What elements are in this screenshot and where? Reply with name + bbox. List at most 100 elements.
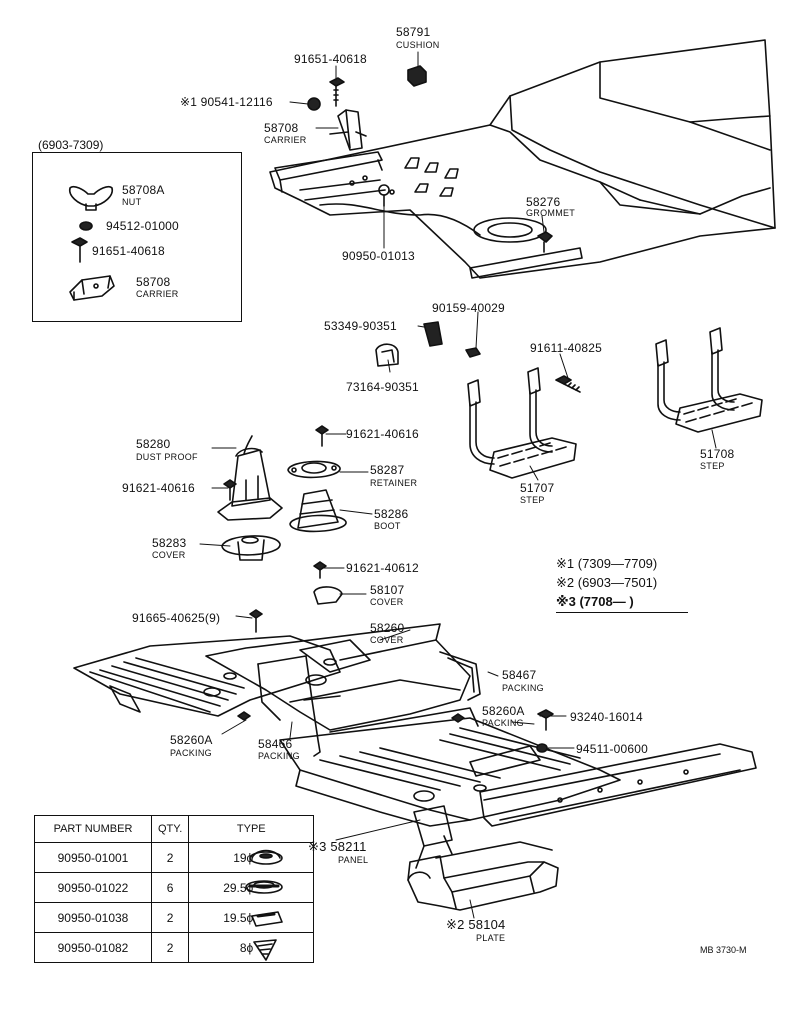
note-line-2: ※2 (6903—7501) <box>556 575 658 590</box>
callout-53349-number: 53349-90351 <box>324 319 397 333</box>
callout-58283-number: 58283 <box>152 536 187 550</box>
callout-58276-caption: GROMMET <box>526 208 576 218</box>
inset-label-number: 91651-40618 <box>92 244 165 258</box>
cell-part: 90950-01082 <box>34 932 152 963</box>
callout-58260A-left-number: 58260A <box>170 733 213 747</box>
cell-part: 90950-01022 <box>34 872 152 903</box>
callout-58260A-right-number: 58260A <box>482 704 525 718</box>
inset-carrier <box>69 275 115 301</box>
callout-58287-number: 58287 <box>370 463 405 477</box>
callout-58260A-right-caption: PACKING <box>482 718 524 728</box>
callout-58287-caption: RETAINER <box>370 478 418 488</box>
inset-label-number: 94512-01000 <box>106 219 179 233</box>
callout-91611-number: 91611-40825 <box>530 341 603 355</box>
callout-58708-caption: CARRIER <box>264 135 307 145</box>
callout-58280-number: 58280 <box>136 437 171 451</box>
callout-51707-caption: STEP <box>520 495 545 505</box>
callout-58791-number: 58791 <box>396 25 431 39</box>
cell-qty: 6 <box>150 872 190 903</box>
grommet-upper <box>378 184 390 207</box>
callout-58467-number: 58467 <box>502 668 537 682</box>
callout-91621c-number: 91621-40612 <box>346 561 419 575</box>
callout-51708-number: 51708 <box>700 447 735 461</box>
cover-58283 <box>221 535 281 561</box>
callout-58466-number: 58466 <box>258 737 293 751</box>
callout-58211-caption: PANEL <box>338 855 369 865</box>
note-line-1: ※1 (7309—7709) <box>556 556 658 571</box>
callout-58107-number: 58107 <box>370 583 405 597</box>
clamp-73164 <box>375 343 399 367</box>
callout-91621a-number: 91621-40616 <box>346 427 419 441</box>
callout-91665-number: 91665-40625(9) <box>132 611 221 625</box>
plate-58104 <box>407 841 559 911</box>
bolt-91621-a <box>315 425 329 447</box>
callout-58260-number: 58260 <box>370 621 405 635</box>
carrier-upper <box>329 109 367 151</box>
callout-58286-caption: BOOT <box>374 521 401 531</box>
clip-upper <box>307 97 321 111</box>
callout-94511-number: 94511-00600 <box>576 742 649 756</box>
inset-washer <box>79 221 93 231</box>
cell-size: 8ϕ <box>188 932 260 963</box>
cell-qty: 2 <box>150 902 190 933</box>
inset-date-range: (6903-7309) <box>38 138 104 152</box>
callout-58791-caption: CUSHION <box>396 40 440 50</box>
lower-floor-assembly <box>73 623 757 869</box>
boot-58286 <box>289 489 347 533</box>
cell-shape <box>259 842 315 873</box>
inset-bolt <box>71 237 88 263</box>
callout-73164-number: 73164-90351 <box>346 380 419 394</box>
table-row: 90950-01082 2 8ϕ <box>34 932 315 963</box>
bolt-91621-b <box>223 479 237 501</box>
callout-51707-number: 51707 <box>520 481 555 495</box>
bolt-91611 <box>555 375 581 393</box>
cell-shape <box>259 872 315 903</box>
grommet-right <box>537 231 553 253</box>
callout-58276-number: 58276 <box>526 195 561 209</box>
callout-58107-caption: COVER <box>370 597 404 607</box>
inset-label-caption: CARRIER <box>136 289 179 299</box>
screw-90159 <box>465 347 481 358</box>
callout-58466-caption: PACKING <box>258 751 300 761</box>
callout-51708-caption: STEP <box>700 461 725 471</box>
callout-93240-number: 93240-16014 <box>570 710 643 724</box>
upper-floor-pan <box>269 39 776 279</box>
inset-label-number: 58708 <box>136 275 171 289</box>
header-type: TYPE <box>188 815 315 843</box>
note-underline <box>556 612 688 613</box>
callout-58283-caption: COVER <box>152 550 186 560</box>
cell-shape <box>259 932 315 963</box>
callout-58211-number: ※3 58211 <box>308 839 367 854</box>
grommet-table: PART NUMBER QTY. TYPE 90950-01001 2 19ϕ … <box>34 815 315 963</box>
header-qty: QTY. <box>150 815 190 843</box>
callout-90541-number: ※1 90541-12116 <box>180 95 273 109</box>
cushion-part <box>407 65 427 87</box>
table-row: 90950-01038 2 19.5ϕ <box>34 902 315 933</box>
callout-58260A-left-caption: PACKING <box>170 748 212 758</box>
inset-label-caption: NUT <box>122 197 142 207</box>
table-header-row: PART NUMBER QTY. TYPE <box>34 815 315 843</box>
callout-58104-number: ※2 58104 <box>446 917 506 932</box>
cell-qty: 2 <box>150 842 190 873</box>
callout-58280-caption: DUST PROOF <box>136 452 198 462</box>
table-row: 90950-01001 2 19ϕ <box>34 842 315 873</box>
cover-58107 <box>313 586 343 605</box>
note-line-3: ※3 (7708— ) <box>556 594 634 609</box>
screw-91621-c <box>313 561 327 579</box>
cell-size: 19ϕ <box>188 842 260 873</box>
callout-58467-caption: PACKING <box>502 683 544 693</box>
callout-58708-number: 58708 <box>264 121 299 135</box>
footer-code: MB 3730-M <box>700 945 747 955</box>
callout-91651-number: 91651-40618 <box>294 52 367 66</box>
cell-part: 90950-01038 <box>34 902 152 933</box>
inset-label-number: 58708A <box>122 183 165 197</box>
callout-91621b-number: 91621-40616 <box>122 481 195 495</box>
cell-size: 19.5ϕ <box>188 902 260 933</box>
bolt-upper <box>329 77 345 107</box>
inset-wing-nut <box>68 185 114 211</box>
leader-lines <box>199 51 717 919</box>
clip-53349 <box>423 321 443 347</box>
screw-91665 <box>249 609 263 633</box>
cell-qty: 2 <box>150 932 190 963</box>
